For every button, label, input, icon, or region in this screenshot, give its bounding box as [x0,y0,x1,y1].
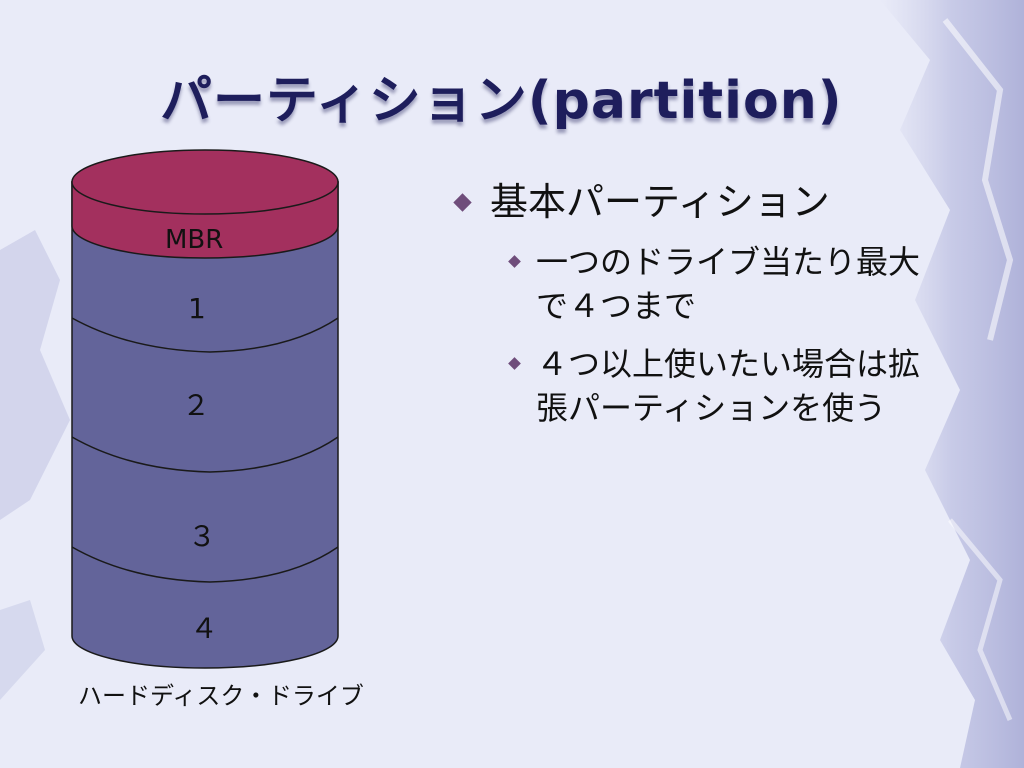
partition-label-1: 1 [188,292,206,325]
slide-title: パーティション(partition) [160,71,843,131]
divider-3-4 [71,546,339,583]
hard-disk-diagram: MBR 1 ２ ３ ４ [71,149,339,669]
bullet-text: 基本パーティション [490,180,830,224]
disk-body [71,181,339,669]
partition-label-2: ２ [182,389,210,422]
bullet-primary: 基本パーティション [450,178,950,226]
divider-1-2 [71,317,339,353]
partition-label-3: ３ [188,520,216,553]
diamond-bullet-icon [508,357,521,370]
disk-top [71,149,339,215]
sub-bullet-text: 一つのドライブ当たり最大で４つまで [536,243,921,325]
sub-bullet: 一つのドライブ当たり最大で４つまで [450,240,926,328]
disk-caption: ハードディスク・ドライブ [78,682,364,710]
diamond-bullet-icon [453,193,472,212]
diamond-bullet-icon [508,255,521,268]
sub-bullet: ４つ以上使いたい場合は拡張パーティションを使う [450,342,926,430]
bullet-list: 基本パーティション 一つのドライブ当たり最大で４つまで ４つ以上使いたい場合は拡… [450,178,950,444]
sub-bullet-text: ４つ以上使いたい場合は拡張パーティションを使う [536,345,921,427]
mbr-label: MBR [165,225,223,255]
divider-2-3 [71,436,339,473]
partition-label-4: ４ [190,612,218,645]
